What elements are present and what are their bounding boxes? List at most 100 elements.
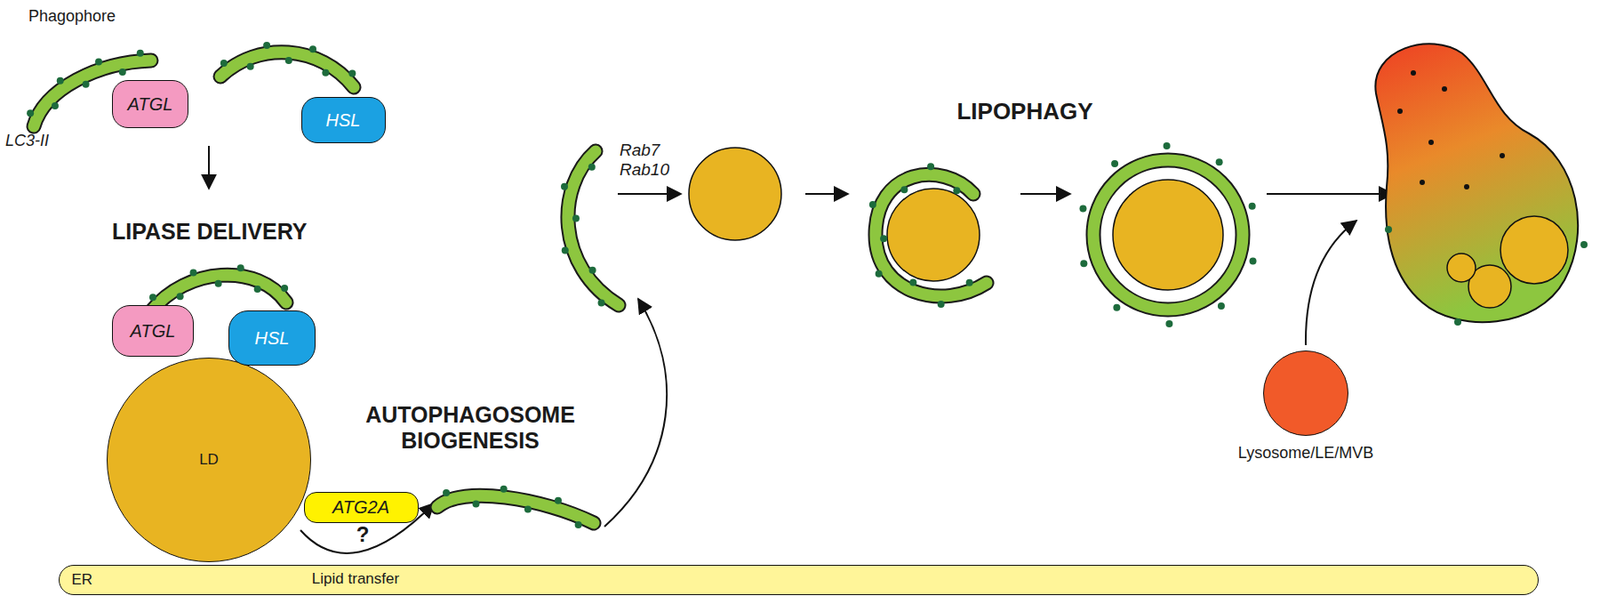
lipid-droplet	[887, 188, 980, 281]
dot	[1454, 318, 1462, 326]
arrow	[1266, 192, 1393, 195]
curved-arrow	[1305, 220, 1357, 345]
autophagosome-outline	[1093, 160, 1243, 310]
node-text: HSL	[326, 110, 361, 131]
node-text: Lysosome/LE/MVB	[1238, 443, 1374, 463]
lc3-dot	[176, 292, 184, 300]
ring-guide	[1086, 152, 1250, 317]
lc3-dot	[119, 68, 127, 76]
lc3-dot	[589, 266, 597, 274]
arrow	[617, 192, 681, 195]
lc3-dot	[220, 59, 228, 67]
phagophore	[220, 52, 354, 88]
dot	[1580, 240, 1588, 248]
lipase-box: HSL	[228, 310, 316, 366]
lc3-dot	[1112, 304, 1120, 312]
lc3-dot	[952, 186, 960, 194]
lc3-dot	[247, 63, 255, 71]
lc3-dot	[966, 279, 974, 287]
autophagosome-membrane	[1093, 160, 1243, 310]
node-text: LD	[199, 450, 219, 469]
lc3-dot	[26, 109, 34, 117]
arrows	[208, 145, 1393, 553]
section-heading: LIPOPHAGY	[956, 98, 1093, 126]
autolysosome-droplets	[1447, 216, 1568, 308]
lc3-dot	[309, 45, 317, 53]
lc3-dot	[190, 269, 198, 277]
lc3-dot	[1249, 257, 1257, 265]
lc3-dot	[321, 69, 329, 77]
lc3-dot	[136, 49, 144, 57]
node-text: ATGL	[128, 94, 174, 115]
curved-arrow	[604, 298, 667, 527]
phagophore	[568, 151, 619, 305]
lc3-dot	[500, 485, 508, 493]
lc3-dot	[263, 41, 271, 49]
phagophore-outline	[437, 495, 594, 523]
lc3-dot	[598, 298, 606, 306]
dot	[1499, 152, 1505, 159]
lc3-dot	[575, 520, 583, 528]
protein-label: Rab7 Rab10	[619, 140, 672, 180]
er-band: ER	[58, 564, 1539, 595]
lipase-box: HSL	[301, 96, 386, 144]
label: Lipid transfer	[312, 569, 400, 588]
lc3-dot	[51, 102, 59, 110]
lipid-droplet: LD	[106, 357, 312, 562]
lc3-dot	[560, 183, 568, 191]
lc3-dot	[909, 278, 917, 286]
phagophore-outline	[568, 151, 619, 305]
lc3-dot	[280, 284, 288, 292]
dot	[1441, 86, 1448, 92]
lc3-dot	[900, 185, 908, 193]
dot	[1428, 139, 1434, 145]
lc3-dot	[875, 270, 883, 278]
lc3-dot	[1163, 142, 1171, 150]
node-text: ER	[72, 570, 94, 589]
lysosome: Lysosome/LE/MVB	[1263, 350, 1349, 436]
lipase-box: ATGL	[112, 304, 194, 357]
lc3-dot	[149, 293, 157, 301]
lc3-dot	[869, 200, 877, 208]
dot	[1410, 70, 1416, 76]
lc3-dot	[472, 499, 480, 507]
dot	[1384, 225, 1392, 233]
lc3-dot	[1165, 320, 1173, 328]
lc3-dot	[1216, 158, 1224, 166]
label: LC3-II	[5, 131, 49, 151]
dot	[1464, 184, 1470, 190]
lc3-dot	[56, 77, 64, 85]
lc3-dot	[237, 264, 245, 272]
label: Phagophore	[28, 7, 116, 26]
protein-box: ATG2A	[304, 491, 419, 523]
section-heading: AUTOPHAGOSOME BIOGENESIS	[328, 401, 613, 454]
arrow	[805, 192, 848, 195]
lysosome-content	[1397, 70, 1505, 190]
lc3-dot	[1217, 302, 1225, 310]
question-mark: ?	[356, 521, 370, 547]
lc3-dot	[442, 488, 450, 496]
lc3-dot	[348, 70, 356, 78]
lipid-droplet	[688, 147, 782, 240]
lc3-dot	[82, 80, 90, 88]
lipase-box: ATGL	[112, 80, 189, 128]
lc3-dot	[937, 300, 945, 308]
lc3-dot	[1248, 202, 1256, 210]
lc3-dot	[285, 56, 293, 64]
phagophore	[875, 174, 987, 296]
lc3-dot	[880, 234, 888, 242]
lc3-dot	[1080, 259, 1088, 267]
phagophore-outline	[875, 174, 987, 296]
lc3-dot	[561, 247, 569, 255]
lipid-droplet	[1447, 253, 1476, 282]
arrow	[208, 145, 210, 189]
lc3-dot	[1111, 160, 1119, 168]
lc3-dot	[927, 162, 935, 170]
lc3-dot	[254, 285, 262, 293]
lc3-dots	[1384, 225, 1588, 326]
phagophore-outline	[220, 52, 354, 88]
arrow	[1020, 192, 1071, 195]
lc3-dot	[95, 57, 103, 65]
lc3-dot	[215, 280, 223, 288]
